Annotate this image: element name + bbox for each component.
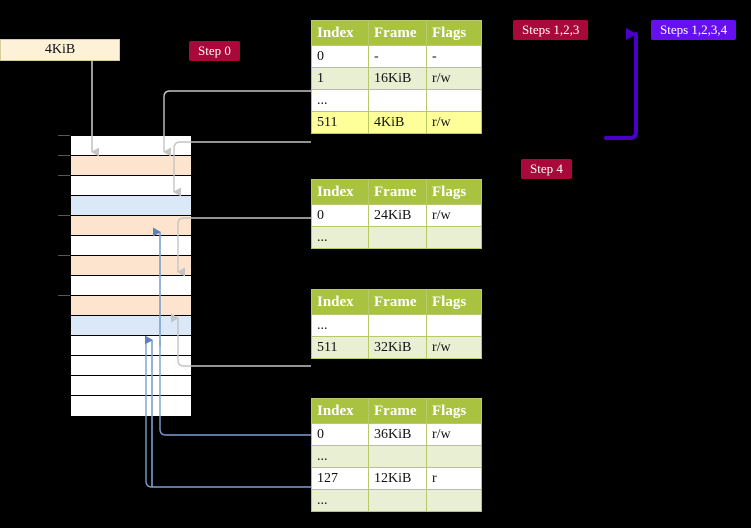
- column-header-index: Index: [311, 398, 369, 424]
- badge-step-0: Step 0: [189, 41, 240, 61]
- memory-frame-row: [71, 356, 191, 376]
- cell-index: ...: [311, 445, 369, 468]
- cell-frame: [368, 226, 427, 249]
- cell-flags: r/w: [426, 111, 482, 134]
- memory-frame-row: [71, 316, 191, 336]
- table-row[interactable]: ...: [311, 445, 482, 468]
- memory-tick: [58, 135, 70, 136]
- memory-frame-row: [71, 336, 191, 356]
- cell-frame: 24KiB: [368, 204, 427, 227]
- cell-flags: r: [426, 467, 482, 490]
- table-row[interactable]: ...: [311, 314, 482, 337]
- memory-tick: [58, 155, 70, 156]
- memory-frame-row: [71, 156, 191, 176]
- table-row[interactable]: ...: [311, 226, 482, 249]
- cell-flags: r/w: [426, 204, 482, 227]
- table-row[interactable]: 0--: [311, 45, 482, 68]
- memory-frame-row: [71, 256, 191, 276]
- column-header-frame: Frame: [368, 289, 427, 315]
- cell-index: 127: [311, 467, 369, 490]
- cell-index: 0: [311, 45, 369, 68]
- cell-frame: 16KiB: [368, 67, 427, 90]
- cell-flags: [426, 89, 482, 112]
- memory-frame-row: [71, 296, 191, 316]
- cell-flags: -: [426, 45, 482, 68]
- cell-index: 511: [311, 111, 369, 134]
- memory-frames: [70, 135, 191, 416]
- column-header-flags: Flags: [426, 179, 482, 205]
- connector-table0-row511: [173, 141, 311, 197]
- memory-frame-row: [71, 396, 191, 416]
- cell-frame: -: [368, 45, 427, 68]
- memory-tick: [58, 295, 70, 296]
- cell-frame: [368, 89, 427, 112]
- column-header-frame: Frame: [368, 398, 427, 424]
- badge-steps-1234: Steps 1,2,3,4: [651, 20, 737, 40]
- memory-frame-row: [71, 176, 191, 196]
- memory-tick: [58, 255, 70, 256]
- cell-flags: [426, 226, 482, 249]
- column-header-flags: Flags: [426, 398, 482, 424]
- cell-flags: r/w: [426, 67, 482, 90]
- cell-flags: [426, 489, 482, 512]
- connector-table2-row511: [171, 313, 311, 367]
- connector-table1-row0: [177, 217, 311, 277]
- column-header-index: Index: [311, 289, 369, 315]
- cell-index: 511: [311, 336, 369, 359]
- cell-flags: r/w: [426, 423, 482, 446]
- purple-bracket-arrow: [604, 28, 638, 140]
- cell-frame: [368, 314, 427, 337]
- column-header-frame: Frame: [368, 20, 427, 46]
- cell-frame: 4KiB: [368, 111, 427, 134]
- column-header-flags: Flags: [426, 20, 482, 46]
- memory-frame-row: [71, 236, 191, 256]
- column-header-flags: Flags: [426, 289, 482, 315]
- memory-frame-row: [71, 276, 191, 296]
- cell-frame: [368, 445, 427, 468]
- cell-index: ...: [311, 314, 369, 337]
- column-header-index: Index: [311, 179, 369, 205]
- cell-index: 0: [311, 423, 369, 446]
- cell-index: 0: [311, 204, 369, 227]
- memory-frame-row: [71, 196, 191, 216]
- memory-size-box: 4KiB: [0, 39, 120, 61]
- table-row[interactable]: ...: [311, 489, 482, 512]
- cell-flags: r/w: [426, 336, 482, 359]
- memory-size-label: 4KiB: [44, 42, 76, 57]
- memory-frame-row: [71, 216, 191, 236]
- cell-frame: [368, 489, 427, 512]
- badge-steps-123: Steps 1,2,3: [513, 20, 589, 40]
- column-header-frame: Frame: [368, 179, 427, 205]
- cell-flags: [426, 445, 482, 468]
- cell-frame: 32KiB: [368, 336, 427, 359]
- badge-step-4: Step 4: [521, 159, 572, 179]
- memory-frame-row: [71, 376, 191, 396]
- cell-frame: 12KiB: [368, 467, 427, 490]
- column-header-index: Index: [311, 20, 369, 46]
- cell-index: ...: [311, 226, 369, 249]
- table-row[interactable]: ...: [311, 89, 482, 112]
- memory-frame-row: [71, 136, 191, 156]
- cell-index: ...: [311, 489, 369, 512]
- cell-index: 1: [311, 67, 369, 90]
- cell-index: ...: [311, 89, 369, 112]
- cell-flags: [426, 314, 482, 337]
- memory-tick: [58, 175, 70, 176]
- memory-tick: [58, 215, 70, 216]
- cell-frame: 36KiB: [368, 423, 427, 446]
